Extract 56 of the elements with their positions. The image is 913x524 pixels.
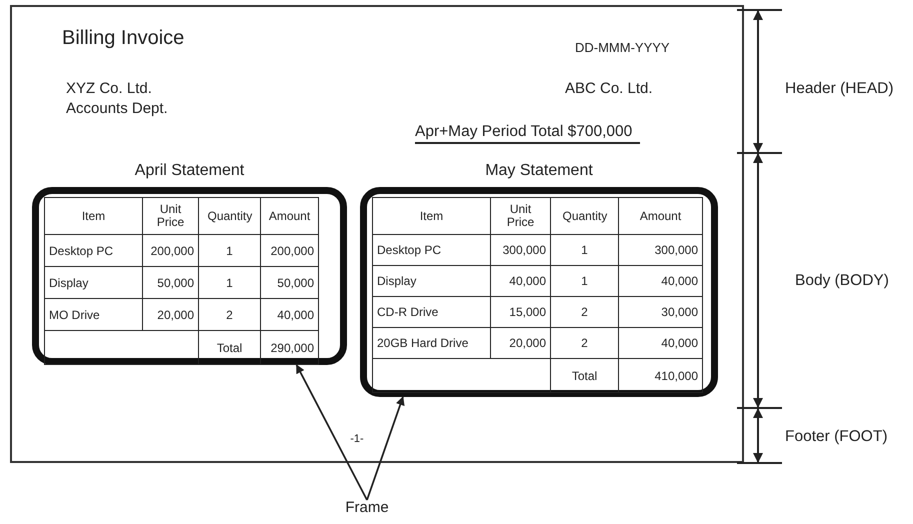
column-header: Amount — [260, 198, 318, 234]
quantity: 1 — [198, 266, 260, 298]
column-header: Unit Price — [490, 198, 550, 234]
column-header: Amount — [618, 198, 702, 234]
page-outline — [10, 5, 744, 463]
item-name: Desktop PC — [372, 234, 490, 266]
section-label: Footer (FOOT) — [785, 428, 888, 446]
item-name: Display — [372, 266, 490, 296]
company-name: XYZ Co. Ltd. — [66, 80, 152, 98]
amount: 40,000 — [618, 328, 702, 358]
unit-price: 20,000 — [490, 328, 550, 358]
amount: 50,000 — [260, 266, 318, 298]
frame-heading: May Statement — [484, 162, 594, 180]
frame-heading: April Statement — [134, 162, 246, 180]
column-header: Item — [44, 198, 142, 234]
date-text: DD-MMM-YYYY — [575, 41, 670, 56]
amount: 30,000 — [618, 296, 702, 328]
unit-price: 200,000 — [142, 234, 198, 266]
quantity: 2 — [550, 328, 618, 358]
leader-arrow — [366, 396, 405, 500]
column-header: Quantity — [550, 198, 618, 234]
page-number: -1- — [350, 433, 364, 446]
leader-arrow — [296, 364, 368, 500]
column-header: Item — [372, 198, 490, 234]
quantity: 1 — [550, 266, 618, 296]
item-name: Desktop PC — [44, 234, 142, 266]
unit-price: 20,000 — [142, 298, 198, 330]
unit-price: 300,000 — [490, 234, 550, 266]
quantity: 2 — [550, 296, 618, 328]
quantity: 2 — [198, 298, 260, 330]
column-header: Unit Price — [142, 198, 198, 234]
quantity: 1 — [550, 234, 618, 266]
total-amount: 290,000 — [260, 330, 318, 364]
unit-price: 15,000 — [490, 296, 550, 328]
amount: 200,000 — [260, 234, 318, 266]
department-name: Accounts Dept. — [66, 100, 168, 118]
amount: 300,000 — [618, 234, 702, 266]
total-label: Total — [198, 330, 260, 364]
callout-label: Frame — [345, 499, 389, 516]
company-name: ABC Co. Ltd. — [565, 80, 653, 98]
period-total: Apr+May Period Total $700,000 — [415, 123, 640, 144]
total-amount: 410,000 — [618, 358, 702, 392]
unit-price: 50,000 — [142, 266, 198, 298]
quantity: 1 — [198, 234, 260, 266]
amount: 40,000 — [260, 298, 318, 330]
section-label: Body (BODY) — [795, 272, 889, 290]
item-name: MO Drive — [44, 298, 142, 330]
amount: 40,000 — [618, 266, 702, 296]
column-header: Quantity — [198, 198, 260, 234]
unit-price: 40,000 — [490, 266, 550, 296]
section-label: Header (HEAD) — [785, 80, 894, 98]
item-name: Display — [44, 266, 142, 298]
item-name: 20GB Hard Drive — [372, 328, 490, 358]
document-title: Billing Invoice — [62, 27, 184, 50]
total-label: Total — [550, 358, 618, 392]
item-name: CD-R Drive — [372, 296, 490, 328]
